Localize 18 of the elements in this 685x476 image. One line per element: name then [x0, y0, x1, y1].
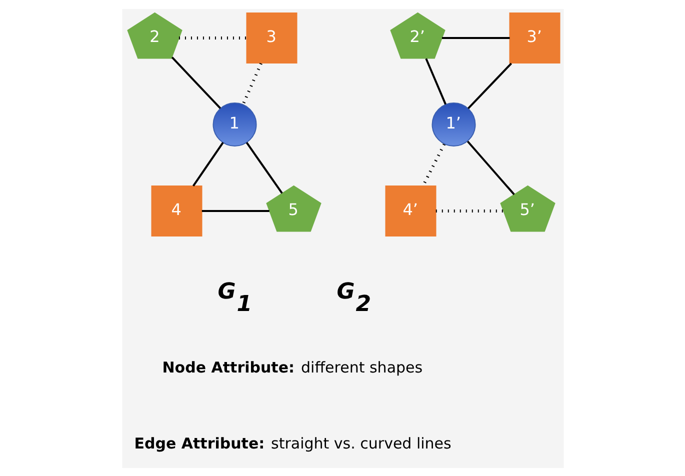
connector: [441, 36, 510, 38]
connector: [201, 210, 269, 212]
label: Edge Attribute: straight vs. curved lines: [134, 434, 451, 452]
connector: [192, 142, 224, 186]
node-box: 3’: [508, 12, 560, 63]
node-circle: 1: [212, 102, 256, 146]
connector: [467, 62, 512, 109]
connector: [466, 140, 514, 195]
node-circle: 1’: [431, 102, 476, 146]
connector: [435, 209, 503, 212]
connector: [424, 58, 446, 104]
connector: [241, 62, 262, 105]
node-box: 3: [246, 12, 297, 63]
connector: [245, 142, 282, 194]
node-box: 4: [150, 185, 202, 236]
label: Node Attribute: different shapes: [162, 358, 422, 376]
node-box: 4’: [384, 185, 436, 236]
connector: [170, 56, 221, 108]
